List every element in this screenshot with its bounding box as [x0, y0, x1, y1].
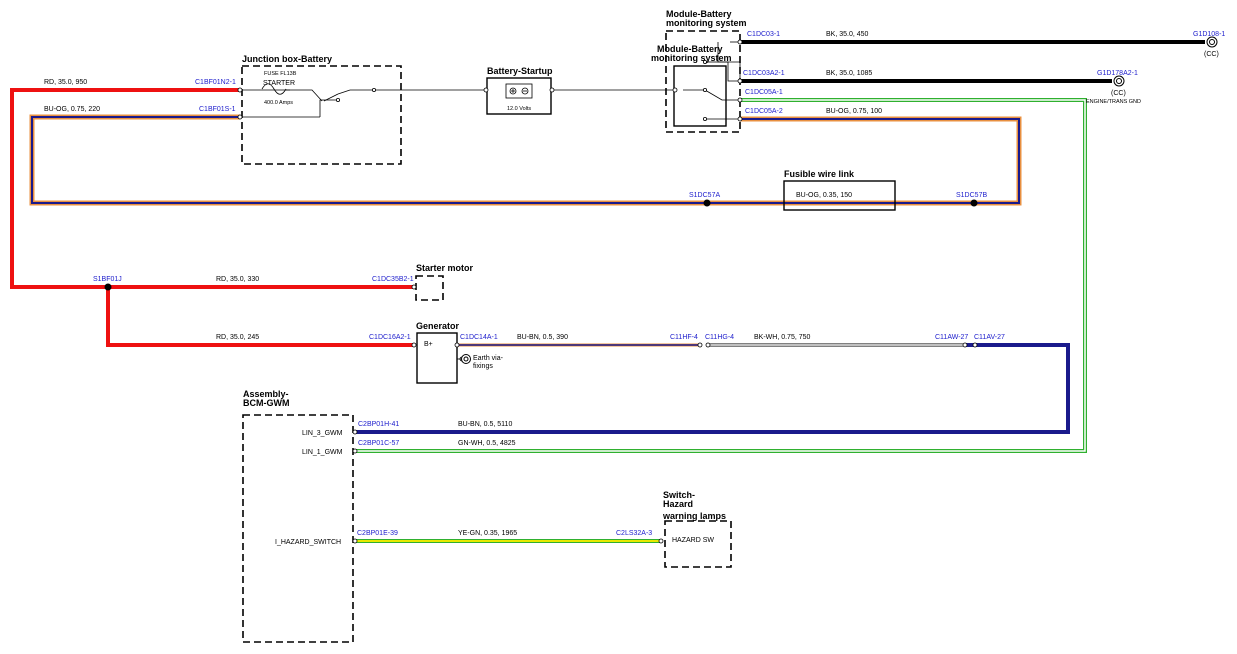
ground-icon — [1113, 75, 1125, 87]
connector-label: C11HF-4 — [670, 334, 698, 341]
connector-label: S1DC57B — [956, 192, 987, 199]
generator-box — [416, 332, 458, 384]
fusible-link-wire: BU-OG, 0.35, 150 — [796, 192, 852, 199]
connector-pins — [237, 39, 978, 544]
wire-label: BU-BN, 0.5, 5110 — [458, 421, 512, 428]
bcm-title-1: Assembly- — [243, 389, 289, 399]
wire-buog-loop — [29, 114, 1022, 206]
bcm-pin-hazard: I_HAZARD_SWITCH — [275, 539, 341, 546]
bcm-pin-lin3: LIN_3_GWM — [302, 430, 343, 437]
bms-inner-box — [673, 65, 727, 127]
wire-label: RD, 35.0, 950 — [44, 79, 87, 86]
bms-inner-title-2: monitoring system — [651, 53, 732, 63]
connector-label: C1DC35B2-1 — [372, 276, 414, 283]
connector-label: C1DC16A2-1 — [369, 334, 411, 341]
wire-label: RD, 35.0, 330 — [216, 276, 259, 283]
connector-label: C1DC05A-2 — [745, 108, 783, 115]
ground-g1-note: (CC) — [1204, 51, 1219, 58]
fuse-label: STARTER — [263, 80, 295, 87]
connector-label: C1DC05A-1 — [745, 89, 783, 96]
splice-s1dc57b — [970, 199, 978, 207]
starter-motor-title: Starter motor — [416, 263, 474, 273]
hazard-switch-title-1: Switch- — [663, 490, 695, 500]
earth-label-2: fixings — [473, 363, 493, 370]
connector-label: S1BF01J — [93, 276, 122, 283]
fusible-link-box — [783, 180, 896, 211]
connector-label: C2LS32A-3 — [616, 530, 652, 537]
battery-title: Battery-Startup — [487, 66, 553, 76]
fuse-rating: 400.0 Amps — [264, 100, 293, 106]
splice-s1dc57a — [703, 199, 711, 207]
splice-s1bf01j — [104, 283, 112, 291]
wire-label: BU-OG, 0.75, 220 — [44, 106, 100, 113]
connector-label: C1DC14A-1 — [460, 334, 498, 341]
wire-rd-main — [10, 88, 414, 347]
hazard-switch-label: HAZARD SW — [672, 537, 714, 544]
wire-bk-ground — [740, 40, 1205, 83]
wire-label: GN-WH, 0.5, 4825 — [458, 440, 516, 447]
wire-label: BK-WH, 0.75, 750 — [754, 334, 811, 341]
connector-label: S1DC57A — [689, 192, 720, 199]
hazard-switch-title-3: warning lamps — [662, 511, 726, 521]
connector-label: C11AW-27 — [935, 334, 968, 341]
junction-box-battery — [241, 65, 402, 165]
bms-outer-title-2: monitoring system — [666, 18, 747, 28]
wire-label: BU-OG, 0.75, 100 — [826, 108, 882, 115]
battery-inner-box — [505, 83, 533, 99]
earth-label-1: Earth via- — [473, 355, 504, 362]
connector-label: C1BF01S-1 — [199, 106, 236, 113]
connector-label: C11HG-4 — [705, 334, 734, 341]
bms-outer-title-1: Module-Battery — [666, 9, 732, 19]
wire-label: BU-BN, 0.5, 390 — [517, 334, 568, 341]
bms-inner-title-1: Module-Battery — [657, 44, 723, 54]
starter-motor-box — [415, 275, 444, 301]
wire-label: RD, 35.0, 245 — [216, 334, 259, 341]
wire-label: BK, 35.0, 450 — [826, 31, 869, 38]
connector-label: C1DC03-1 — [747, 31, 780, 38]
connector-label: C2BP01E-39 — [357, 530, 398, 537]
generator-title: Generator — [416, 321, 460, 331]
fuse-name: FUSE FL13B — [264, 71, 297, 77]
connector-label: C2BP01H-41 — [358, 421, 399, 428]
junction-box-title: Junction box-Battery — [242, 54, 332, 64]
ground-g2-note: (CC) — [1111, 90, 1126, 97]
ground-g1-id: G1D108-1 — [1193, 31, 1225, 38]
connector-label: C1DC03A2-1 — [743, 70, 785, 77]
wire-gnwh — [355, 98, 1087, 453]
wire-label: BK, 35.0, 1085 — [826, 70, 872, 77]
earth-icon — [457, 354, 471, 364]
hazard-switch-box — [664, 520, 732, 568]
generator-terminal: B+ — [424, 341, 433, 348]
battery-startup-box — [486, 77, 552, 115]
wire-label: YE-GN, 0.35, 1965 — [458, 530, 517, 537]
battery-voltage: 12.0 Volts — [507, 106, 531, 112]
hazard-switch-title-2: Hazard — [663, 499, 693, 509]
wire-bubn — [355, 343, 1070, 434]
fusible-link-title: Fusible wire link — [784, 169, 855, 179]
bcm-box — [242, 414, 354, 643]
ground-g2-id: G1D178A2-1 — [1097, 70, 1138, 77]
connector-label: C1BF01N2-1 — [195, 79, 236, 86]
ground-icon — [1206, 36, 1218, 48]
bcm-pin-lin1: LIN_1_GWM — [302, 449, 343, 456]
ground-g2-label: ENGINE/TRANS GND — [1086, 99, 1141, 105]
connector-label: C11AV-27 — [974, 334, 1005, 341]
bcm-title-2: BCM-GWM — [243, 398, 290, 408]
connector-label: C2BP01C-57 — [358, 440, 399, 447]
